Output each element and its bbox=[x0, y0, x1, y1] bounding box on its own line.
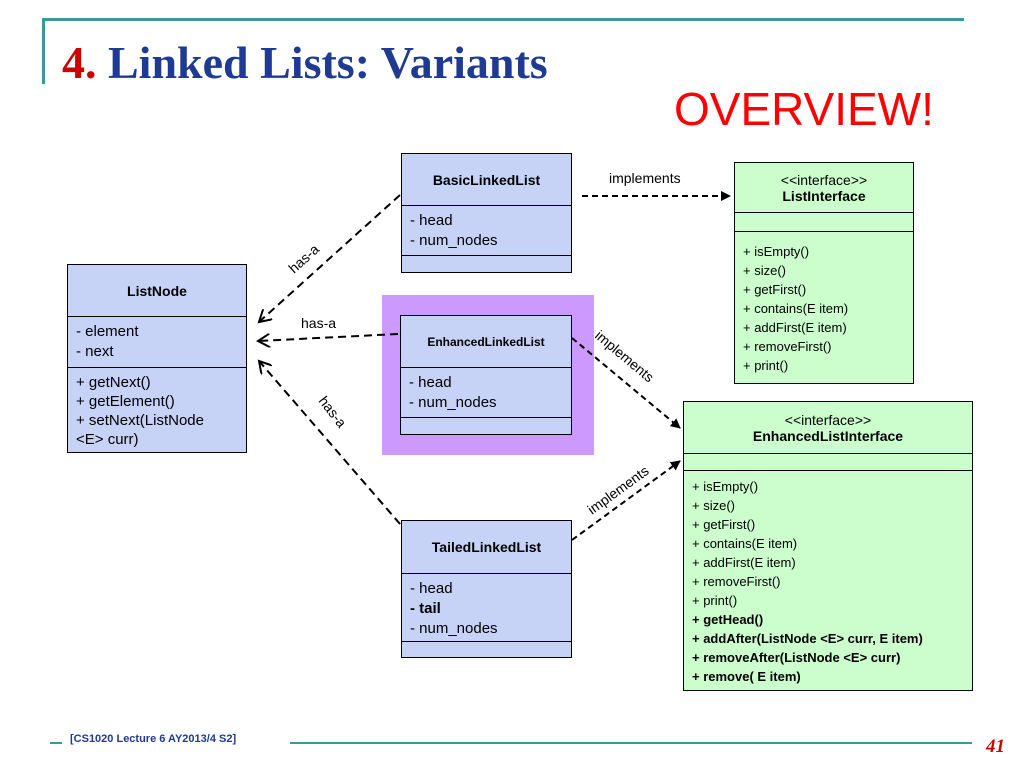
operation: + getFirst() bbox=[743, 282, 807, 297]
class-attributes: - head - num_nodes bbox=[401, 368, 571, 418]
overview-label: OVERVIEW! bbox=[674, 83, 934, 135]
operation: + contains(E item) bbox=[743, 301, 849, 316]
class-attributes: - head - tail - num_nodes bbox=[402, 574, 571, 642]
operation: + addFirst(E item) bbox=[692, 555, 796, 570]
stereotype: <<interface>> bbox=[780, 171, 868, 188]
operation: + size() bbox=[692, 498, 735, 513]
slide-title: 4. Linked Lists: Variants bbox=[62, 36, 548, 89]
has-a-arrow-tailed bbox=[259, 361, 401, 525]
operation: + addAfter(ListNode <E> curr, E item) bbox=[692, 631, 923, 646]
page-number: 41 bbox=[986, 736, 1005, 757]
title-text: Linked Lists: Variants bbox=[108, 37, 548, 88]
attribute: - num_nodes bbox=[410, 620, 498, 637]
operation: + removeAfter(ListNode <E> curr) bbox=[692, 650, 901, 665]
has-a-arrow-enhanced bbox=[258, 333, 399, 341]
operation: + isEmpty() bbox=[692, 479, 759, 494]
operation: + getFirst() bbox=[692, 517, 756, 532]
class-name: ListNode bbox=[68, 265, 246, 317]
has-a-label-enhanced: has-a bbox=[301, 315, 336, 331]
attribute: - num_nodes bbox=[409, 394, 497, 411]
interface-attributes bbox=[735, 213, 913, 232]
has-a-arrow-basic bbox=[259, 194, 401, 322]
operation: + removeFirst() bbox=[743, 339, 832, 354]
class-name: TailedLinkedList bbox=[402, 521, 571, 574]
class-list-node: ListNode - element - next + getNext() + … bbox=[67, 264, 247, 453]
operation: + print() bbox=[692, 593, 738, 608]
class-enhanced-linked-list: EnhancedLinkedList - head - num_nodes bbox=[400, 315, 572, 435]
operation: + isEmpty() bbox=[743, 244, 810, 259]
interface-attributes bbox=[684, 454, 972, 471]
operation: + print() bbox=[743, 358, 789, 373]
operation: + getNext() bbox=[76, 374, 151, 391]
operation: + contains(E item) bbox=[692, 536, 798, 551]
operation: + addFirst(E item) bbox=[743, 320, 847, 335]
footer-citation: [CS1020 Lecture 6 AY2013/4 S2] bbox=[70, 733, 237, 745]
class-attributes: - head - num_nodes bbox=[402, 206, 571, 256]
implements-arrow-tailed bbox=[571, 460, 681, 541]
attribute: - num_nodes bbox=[410, 232, 498, 249]
title-number: 4. bbox=[62, 37, 97, 88]
interface-header: <<interface>> ListInterface bbox=[735, 163, 913, 213]
operation: <E> curr) bbox=[76, 431, 139, 448]
interface-list-interface: <<interface>> ListInterface + isEmpty() … bbox=[734, 162, 914, 384]
class-basic-linked-list: BasicLinkedList - head - num_nodes bbox=[401, 153, 572, 273]
operation: + getHead() bbox=[692, 612, 764, 627]
operation: + removeFirst() bbox=[692, 574, 781, 589]
has-a-label-tailed: has-a bbox=[316, 393, 350, 431]
footer-line-right bbox=[290, 742, 972, 744]
operation: + setNext(ListNode bbox=[76, 412, 204, 429]
interface-name: ListInterface bbox=[782, 187, 866, 204]
frame-top-bar bbox=[42, 18, 964, 21]
attribute: - head bbox=[409, 374, 452, 391]
attribute: - next bbox=[76, 343, 114, 360]
attribute: - head bbox=[410, 580, 453, 597]
interface-header: <<interface>> EnhancedListInterface bbox=[684, 402, 972, 454]
attribute: - tail bbox=[410, 600, 441, 617]
operation: + getElement() bbox=[76, 393, 175, 410]
attribute: - head bbox=[410, 212, 453, 229]
interface-name: EnhancedListInterface bbox=[752, 427, 904, 444]
interface-operations: + isEmpty() + size() + getFirst() + cont… bbox=[735, 232, 913, 383]
implements-label-basic: implements bbox=[609, 170, 681, 186]
implements-label-enhanced: implements bbox=[592, 327, 657, 385]
attribute: - element bbox=[76, 323, 139, 340]
frame-left-bar bbox=[42, 18, 45, 84]
class-name: BasicLinkedList bbox=[402, 154, 571, 206]
interface-enhanced-list-interface: <<interface>> EnhancedListInterface + is… bbox=[683, 401, 973, 691]
implements-arrow-enhanced bbox=[571, 337, 681, 429]
class-attributes: - element - next bbox=[68, 317, 246, 368]
class-name: EnhancedLinkedList bbox=[401, 316, 571, 368]
footer-line-left bbox=[50, 742, 62, 744]
interface-operations: + isEmpty() + size() + getFirst() + cont… bbox=[684, 471, 972, 690]
class-operations: + getNext() + getElement() + setNext(Lis… bbox=[68, 368, 246, 452]
operation: + remove( E item) bbox=[692, 669, 801, 684]
has-a-label-basic: has-a bbox=[285, 241, 322, 276]
stereotype: <<interface>> bbox=[784, 411, 872, 428]
class-tailed-linked-list: TailedLinkedList - head - tail - num_nod… bbox=[401, 520, 572, 658]
operation: + size() bbox=[743, 263, 786, 278]
